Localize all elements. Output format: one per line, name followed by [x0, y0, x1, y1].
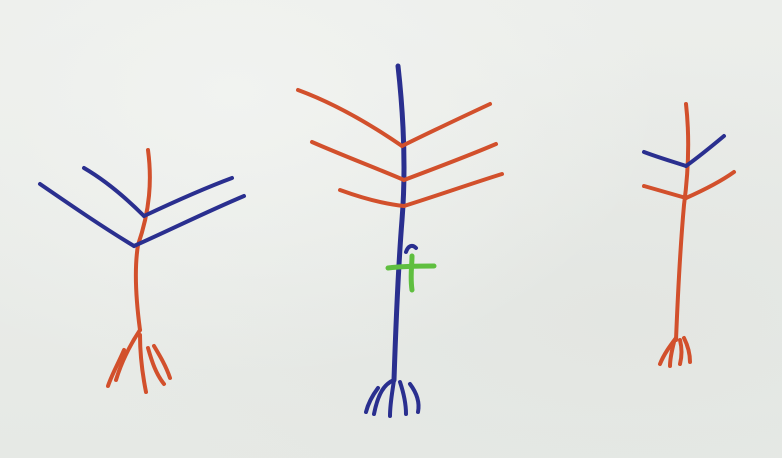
- figure-right-roots: [660, 338, 690, 366]
- figure-right-trunk: [676, 104, 688, 340]
- figure-middle-branch-mid-left: [312, 142, 404, 180]
- figure-right-branch-lower-left: [644, 186, 686, 198]
- figure-left-branch-upper-right: [144, 178, 232, 216]
- figure-left-branch-lower-right: [134, 196, 244, 246]
- figure-right-branch-upper-right: [686, 136, 724, 166]
- figure-right: [644, 104, 734, 366]
- figure-middle-branch-low-right: [404, 174, 502, 206]
- figure-middle-branch-low-left: [340, 190, 404, 206]
- figure-left-branch-upper-left: [84, 168, 144, 216]
- figure-middle-branch-mid-right: [404, 144, 496, 180]
- figure-middle-green-cross: [388, 256, 434, 290]
- figure-middle-trunk: [394, 66, 404, 380]
- figure-middle-branch-top-left: [298, 90, 402, 146]
- figure-middle: [298, 66, 502, 416]
- figure-left: [40, 150, 244, 392]
- figure-middle-hook: [406, 246, 416, 252]
- figure-right-branch-lower-right: [686, 172, 734, 198]
- figure-middle-roots: [366, 380, 419, 416]
- figure-middle-branch-top-right: [402, 104, 490, 146]
- figure-left-roots: [108, 330, 170, 392]
- figure-right-branch-upper-left: [644, 152, 686, 166]
